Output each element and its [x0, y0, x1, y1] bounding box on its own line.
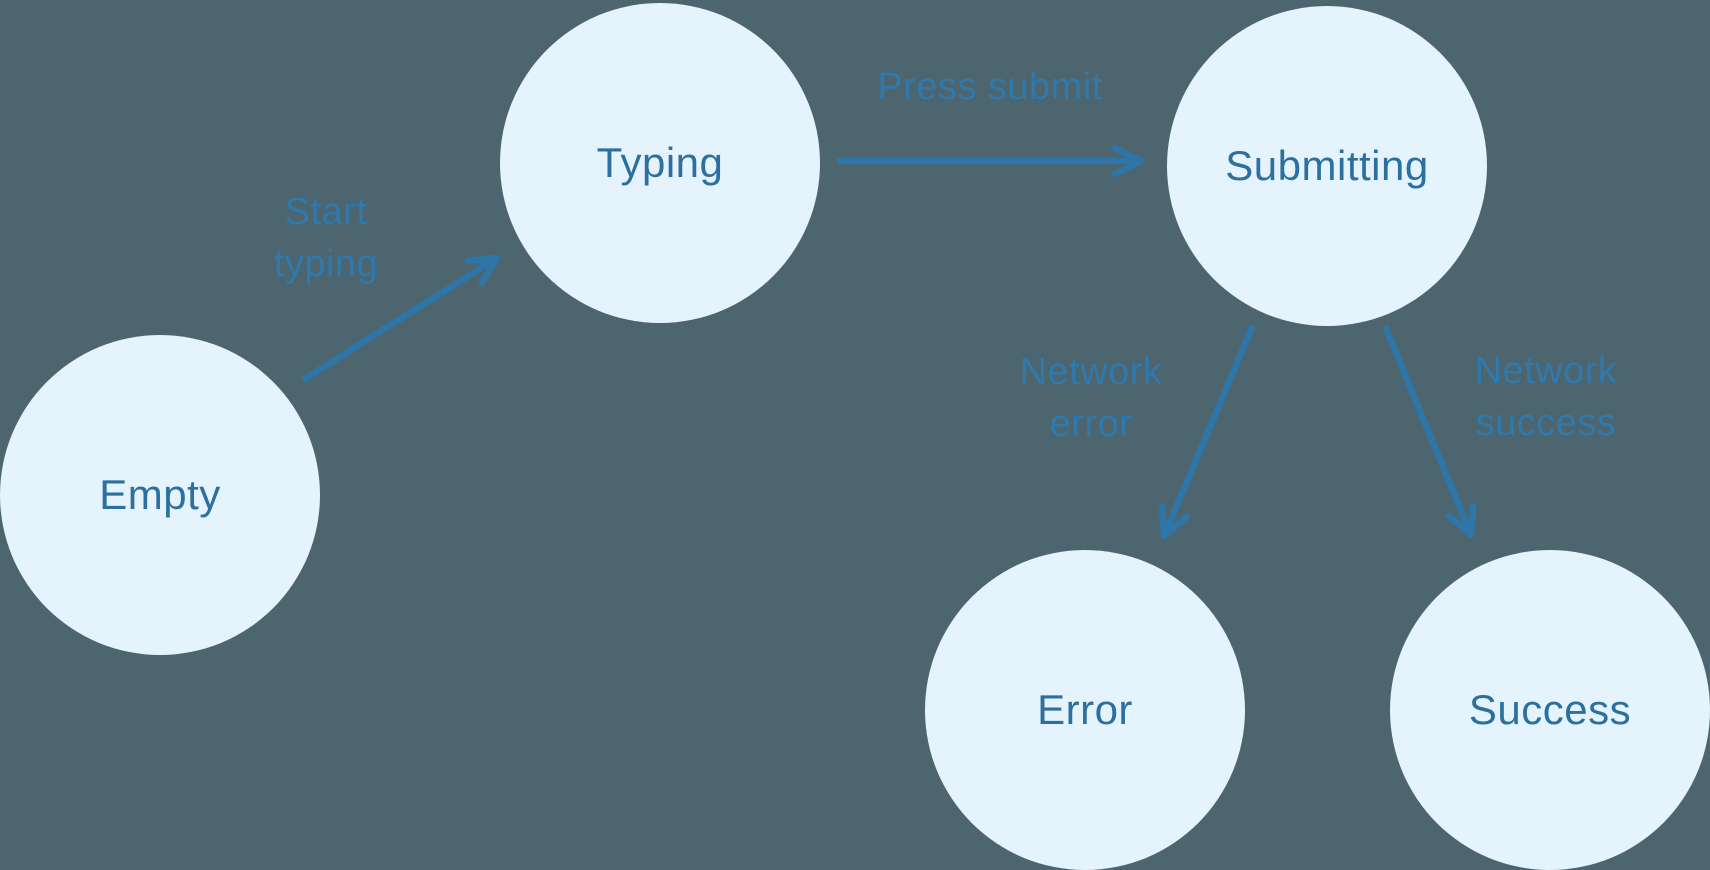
transition-label-press-submit: Press submit — [877, 66, 1103, 108]
transition-label-start-typing: Start typing — [273, 191, 379, 285]
state-node-success: Success — [1390, 550, 1710, 870]
state-node-error: Error — [925, 550, 1245, 870]
state-node-typing: Typing — [500, 3, 820, 323]
state-node-submitting: Submitting — [1167, 6, 1487, 326]
transition-label-network-success: Network success — [1474, 350, 1618, 444]
state-label-success: Success — [1468, 686, 1632, 733]
arrow-empty-to-typing — [301, 254, 501, 383]
arrow-submitting-to-success — [1381, 324, 1477, 539]
state-label-empty: Empty — [99, 471, 221, 518]
state-label-submitting: Submitting — [1225, 142, 1429, 189]
state-label-typing: Typing — [596, 139, 724, 186]
state-node-empty: Empty — [0, 335, 320, 655]
arrow-submitting-to-error — [1158, 323, 1256, 540]
transition-label-network-error: Network error — [1019, 351, 1163, 445]
state-label-error: Error — [1037, 686, 1133, 733]
